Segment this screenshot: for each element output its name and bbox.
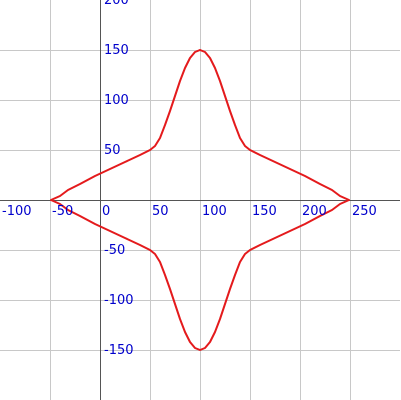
curve-layer bbox=[50, 49, 350, 351]
y-tick-label: 50 bbox=[104, 143, 121, 158]
y-tick-label: 200 bbox=[104, 0, 129, 8]
y-tick-label: -50 bbox=[104, 243, 125, 258]
x-tick-label: 0 bbox=[102, 204, 110, 219]
y-tick-label: 150 bbox=[104, 43, 129, 58]
tick-labels: -100 -50 0 50 100 150 200 250 200 150 100 50 -50 -100… bbox=[2, 0, 377, 358]
x-tick-label: 200 bbox=[302, 204, 327, 219]
y-tick-label: 100 bbox=[104, 93, 129, 108]
x-tick-label: -50 bbox=[52, 204, 73, 219]
x-tick-label: 50 bbox=[152, 204, 169, 219]
curve-line bbox=[50, 49, 350, 351]
x-tick-label: 100 bbox=[202, 204, 227, 219]
x-tick-label: -100 bbox=[2, 204, 32, 219]
y-tick-label: -150 bbox=[104, 343, 134, 358]
y-tick-label: -100 bbox=[104, 293, 134, 308]
x-tick-label: 150 bbox=[252, 204, 277, 219]
x-tick-label: 250 bbox=[352, 204, 377, 219]
